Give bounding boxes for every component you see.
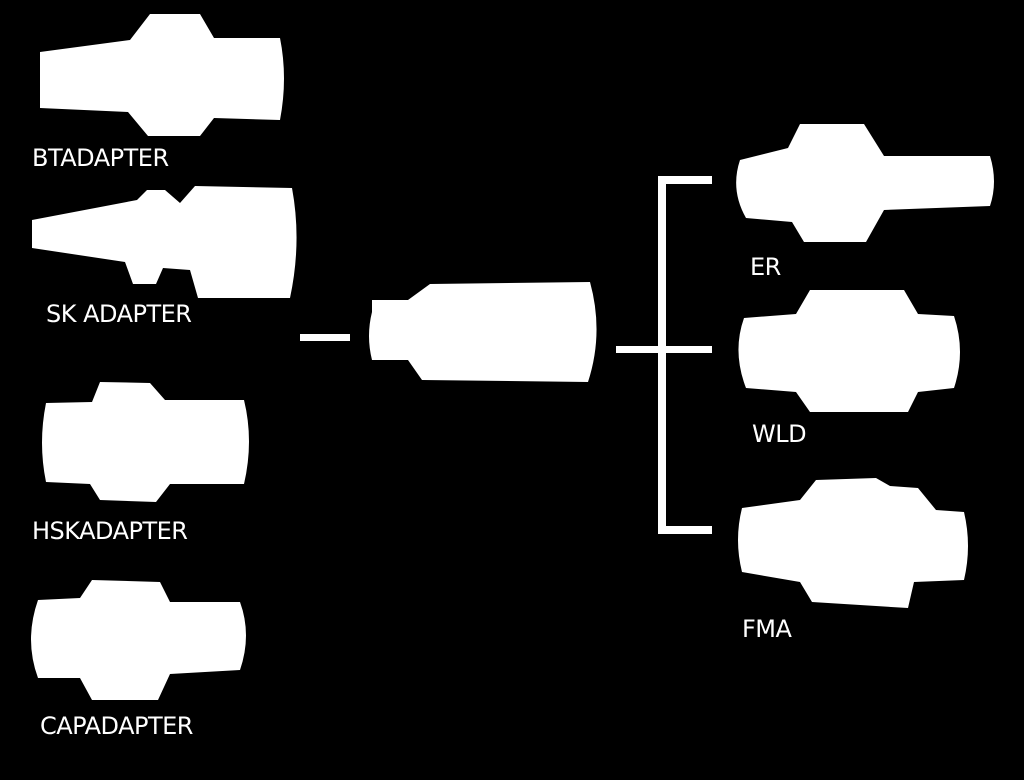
bracket-connector <box>616 176 712 534</box>
er-collet-label: ER <box>750 253 781 281</box>
er-collet-icon <box>736 124 994 242</box>
sk-adapter-label: SK ADAPTER <box>46 300 192 328</box>
wld-collet-label: WLD <box>752 420 807 448</box>
fma-collet-icon <box>738 478 968 608</box>
base-holder-icon <box>369 282 597 382</box>
hsk-adapter-icon <box>42 382 249 502</box>
bt-adapter-icon <box>40 14 284 136</box>
connector-line-left <box>300 334 350 341</box>
cap-adapter-label: CAPADAPTER <box>40 712 193 740</box>
cap-adapter-icon <box>31 580 246 700</box>
fma-collet-label: FMA <box>742 615 792 643</box>
bt-adapter-label: BTADAPTER <box>32 144 169 172</box>
wld-collet-icon <box>738 290 960 412</box>
hsk-adapter-label: HSKADAPTER <box>32 517 188 545</box>
sk-adapter-icon <box>32 186 297 298</box>
